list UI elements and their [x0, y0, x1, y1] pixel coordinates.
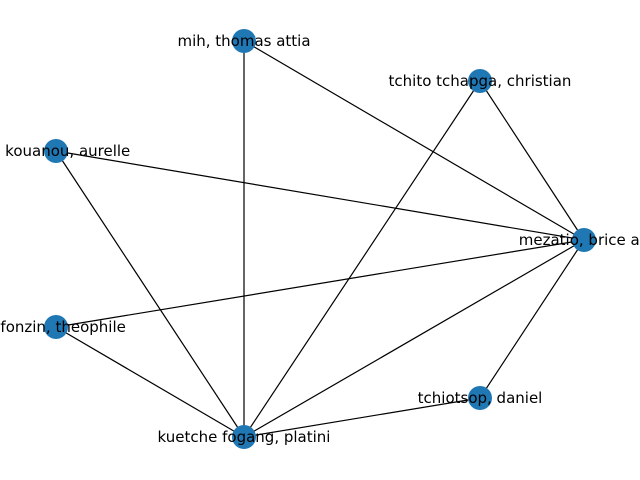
label-layer: mih, thomas attia tchito tchapga, christi… — [0, 32, 640, 446]
node-mih — [232, 29, 256, 53]
edge-kouanou-kuetche — [55, 150, 245, 438]
edge-tchiotsop-kuetche — [243, 397, 481, 438]
node-label-tchito: tchito tchapga, christian — [389, 72, 572, 90]
edge-mezatio-kuetche — [243, 239, 585, 438]
edge-tchito-mezatio — [479, 80, 585, 241]
edge-mih-mezatio — [243, 40, 585, 241]
node-label-mezatio: mezatio, brice an — [519, 231, 640, 249]
edge-layer — [55, 40, 585, 438]
node-kuetche — [232, 425, 256, 449]
node-label-kuetche: kuetche fogang, platini — [158, 428, 331, 446]
node-label-mih: mih, thomas attia — [177, 32, 310, 50]
node-fonzin — [44, 315, 68, 339]
node-kouanou — [44, 139, 68, 163]
node-tchito — [468, 69, 492, 93]
node-label-tchiotsop: tchiotsop, daniel — [418, 389, 543, 407]
edge-mezatio-tchiotsop — [479, 239, 585, 399]
node-mezatio — [572, 228, 596, 252]
edge-fonzin-mezatio — [55, 239, 585, 328]
edge-tchito-kuetche — [243, 80, 481, 438]
edge-kouanou-mezatio — [55, 150, 585, 241]
node-tchiotsop — [468, 386, 492, 410]
node-label-fonzin: n fonzin, theophile — [0, 318, 126, 336]
node-label-kouanou: na kouanou, aurelle — [0, 142, 130, 160]
edge-fonzin-kuetche — [55, 326, 245, 438]
node-layer — [44, 29, 596, 449]
